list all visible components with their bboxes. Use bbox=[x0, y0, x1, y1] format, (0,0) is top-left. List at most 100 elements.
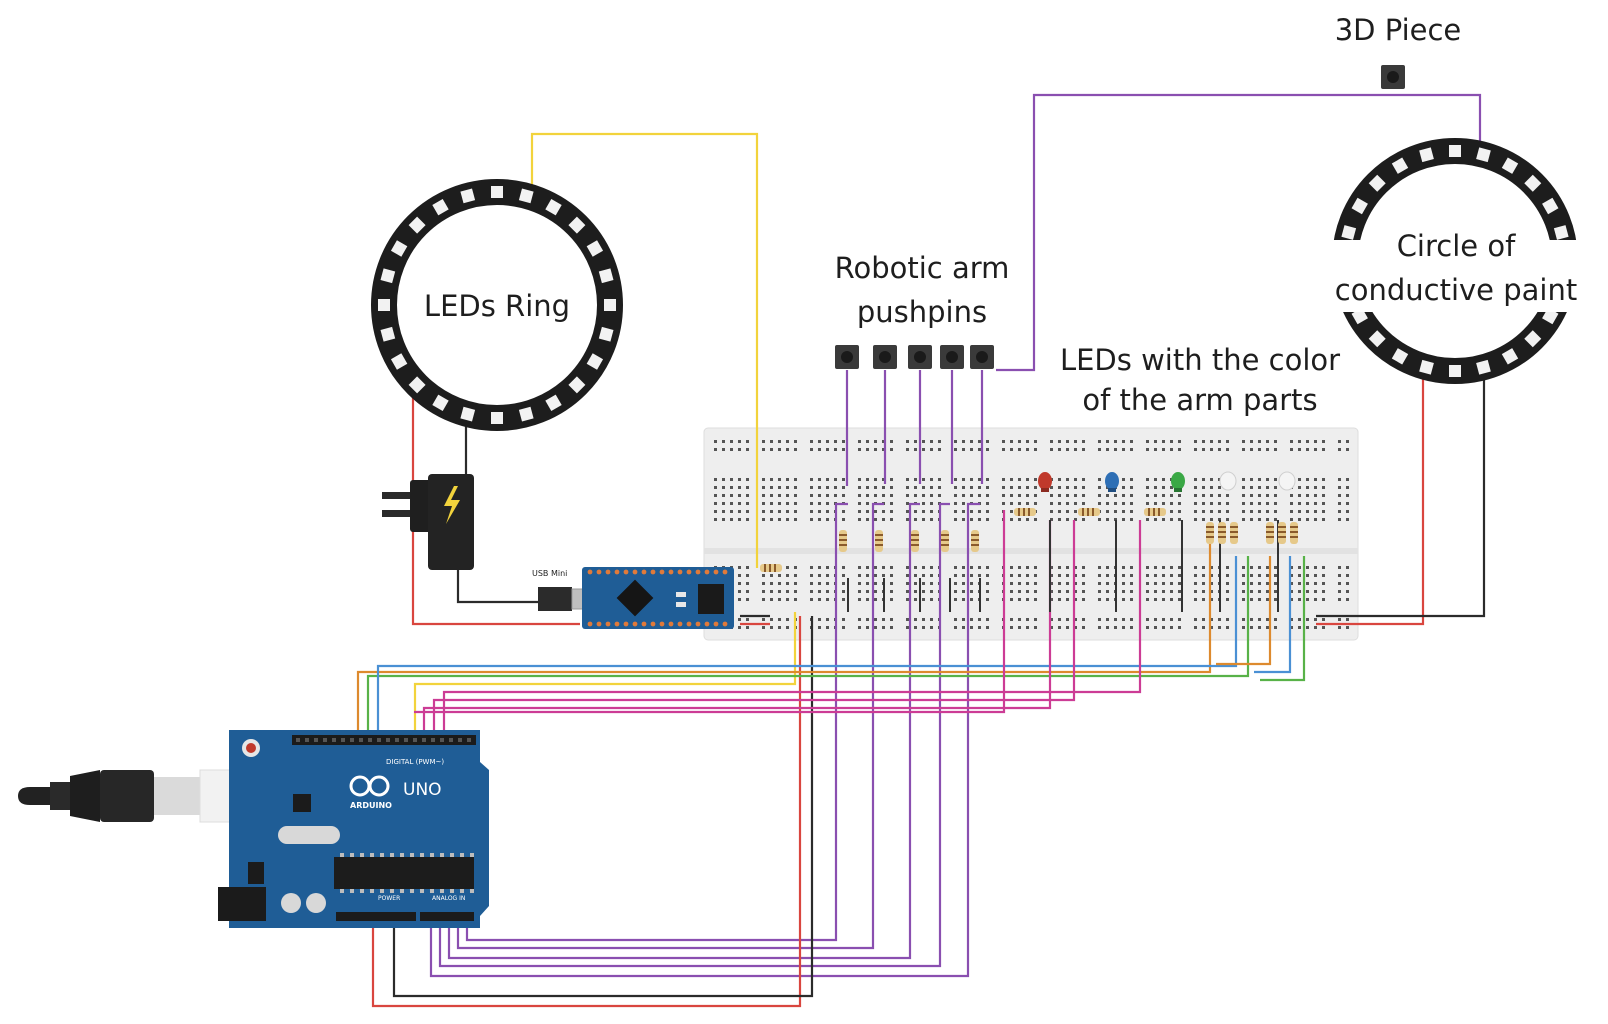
pushbutton-icon bbox=[970, 345, 994, 369]
led-pixel bbox=[545, 198, 562, 216]
led-pixel bbox=[380, 326, 396, 342]
wire-red-circle bbox=[1316, 378, 1425, 626]
led-pixel bbox=[1449, 145, 1461, 157]
resistor-icon bbox=[1206, 522, 1214, 544]
led-pixel bbox=[1351, 197, 1368, 215]
wire-orange-2 bbox=[1216, 556, 1272, 666]
wire-red-uno-5v bbox=[371, 616, 802, 1008]
circle-label-line2: conductive paint bbox=[1335, 273, 1577, 307]
resistor-icon bbox=[1290, 522, 1298, 544]
led-pixel bbox=[568, 376, 586, 394]
led-pixel bbox=[1449, 365, 1461, 377]
led-pixel bbox=[460, 188, 476, 204]
robotic-arm-pushpins bbox=[835, 345, 994, 369]
wire-black-circle bbox=[1316, 378, 1486, 618]
power-adapter-icon bbox=[382, 474, 474, 570]
leds-ring-label: LEDs Ring bbox=[424, 289, 570, 323]
resistor-icon bbox=[875, 530, 883, 552]
wire-blue-2 bbox=[1254, 556, 1292, 674]
led-pixel bbox=[378, 299, 390, 311]
led-pixel bbox=[1542, 197, 1559, 215]
led-pixel bbox=[1501, 348, 1519, 365]
led-blue-icon bbox=[1105, 472, 1119, 492]
led-ring-icon bbox=[371, 179, 623, 431]
led-pixel bbox=[390, 240, 408, 257]
arduino-label: ARDUINO bbox=[350, 801, 392, 810]
wire-yellow-ring bbox=[530, 132, 759, 568]
led-pixel bbox=[1391, 157, 1409, 174]
robotic-arm-label-line1: Robotic arm bbox=[835, 251, 1010, 285]
resistor-icon bbox=[1266, 522, 1274, 544]
led-pixel bbox=[491, 412, 503, 424]
usb-cable-icon bbox=[18, 769, 267, 823]
led-pixel bbox=[432, 198, 449, 216]
led-pixel bbox=[1501, 157, 1519, 174]
led-pixel bbox=[568, 216, 586, 234]
pushbutton-icon bbox=[908, 345, 932, 369]
wires bbox=[356, 93, 1486, 1008]
led-pixel bbox=[408, 376, 426, 394]
resistor-icon bbox=[1278, 522, 1286, 544]
wire-orange bbox=[356, 544, 1212, 734]
led-pixel bbox=[1391, 348, 1409, 365]
usb-mini-label: USB Mini bbox=[532, 569, 567, 578]
resistor-icon bbox=[1230, 522, 1238, 544]
led-pixel bbox=[1341, 225, 1357, 240]
led-pixel bbox=[460, 406, 476, 422]
uno-digital-header: DIGITAL (PWM~) bbox=[386, 758, 444, 766]
wire-magenta-2 bbox=[432, 520, 1076, 734]
led-pixel bbox=[432, 394, 449, 412]
led-pixel bbox=[380, 268, 396, 284]
led-pixel bbox=[390, 353, 408, 370]
led-pixel bbox=[491, 186, 503, 198]
wire-purple-a0 bbox=[465, 502, 848, 942]
led-pixel bbox=[1419, 147, 1434, 163]
leds-color-label-line2: of the arm parts bbox=[1082, 383, 1317, 417]
led-pixel bbox=[408, 216, 426, 234]
pushbutton-icon bbox=[873, 345, 897, 369]
robotic-arm-label-line2: pushpins bbox=[857, 295, 987, 329]
wire-green bbox=[366, 556, 1250, 734]
resistor-icon bbox=[941, 530, 949, 552]
led-pixel bbox=[1476, 359, 1491, 375]
wire-purple-3d-piece bbox=[996, 93, 1482, 372]
pushbutton-icon bbox=[835, 345, 859, 369]
pushbutton-icon bbox=[940, 345, 964, 369]
led-pixel bbox=[1419, 359, 1434, 375]
arduino-nano-icon: USB Mini bbox=[532, 567, 734, 629]
uno-analog-header: ANALOG IN bbox=[432, 895, 465, 902]
wire-purple-a1 bbox=[456, 502, 884, 950]
led-pixel bbox=[518, 188, 534, 204]
resistor-icon bbox=[1078, 508, 1100, 516]
resistor-icon bbox=[760, 564, 782, 572]
arduino-uno-icon: DIGITAL (PWM~) UNO ARDUINO POWER ANALOG … bbox=[218, 730, 489, 928]
resistors bbox=[760, 508, 1298, 572]
wire-purple-a2 bbox=[447, 502, 920, 960]
led-pixel bbox=[1553, 225, 1569, 240]
wire-magenta-1 bbox=[422, 520, 1052, 734]
wire-red-ring bbox=[411, 384, 580, 626]
wire-black-uno-gnd bbox=[392, 616, 814, 998]
led-pixel bbox=[598, 326, 614, 342]
breadboard bbox=[703, 427, 1359, 641]
wire-blue bbox=[376, 556, 1238, 734]
arduino-logo-icon bbox=[349, 775, 390, 797]
piece-3d-label: 3D Piece bbox=[1335, 13, 1462, 47]
resistor-icon bbox=[971, 530, 979, 552]
wire-green-2 bbox=[1260, 556, 1306, 682]
wire-purple-a3 bbox=[438, 502, 950, 968]
led-red-icon bbox=[1038, 472, 1052, 492]
led-pixel bbox=[518, 406, 534, 422]
led-pixel bbox=[545, 394, 562, 412]
indicator-leds bbox=[1038, 471, 1296, 492]
conductive-paint-ring-icon bbox=[1310, 138, 1608, 384]
resistor-icon bbox=[1144, 508, 1166, 516]
resistor-icon bbox=[839, 530, 847, 552]
wire-purple-a4 bbox=[429, 502, 980, 978]
resistor-icon bbox=[911, 530, 919, 552]
uno-label: UNO bbox=[403, 780, 442, 800]
led-pixel bbox=[1476, 147, 1491, 163]
wire-magenta-4 bbox=[414, 510, 1006, 714]
led-pixel bbox=[598, 268, 614, 284]
